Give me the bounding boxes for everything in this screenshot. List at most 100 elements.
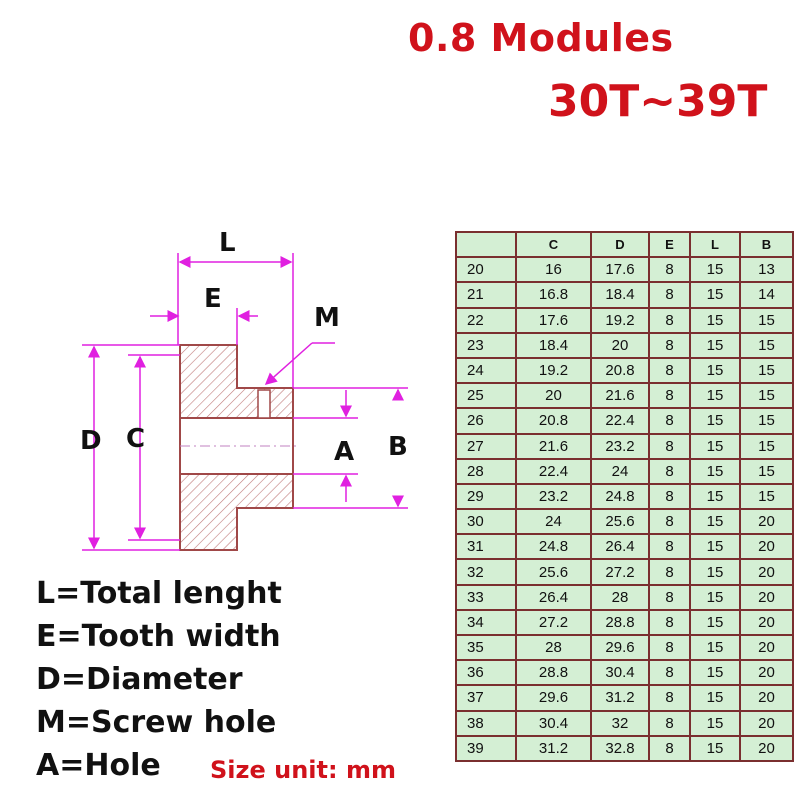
table-cell: 23 [455, 331, 517, 359]
table-cell: 15 [689, 281, 741, 309]
table-cell: 15 [689, 306, 741, 334]
table-cell: 29.6 [515, 684, 592, 712]
table-cell: 30.4 [590, 659, 650, 687]
table-cell: 8 [648, 684, 691, 712]
table-cell: 20 [739, 508, 794, 536]
table-cell: 8 [648, 281, 691, 309]
title-teeth-range: 30T~39T [548, 76, 768, 127]
table-cell: 31.2 [590, 684, 650, 712]
table-cell: 24 [515, 508, 592, 536]
table-cell: 21.6 [590, 382, 650, 410]
table-cell: 8 [648, 709, 691, 737]
table-cell: 15 [689, 432, 741, 460]
table-cell: 25 [455, 382, 517, 410]
table-cell: 24 [455, 356, 517, 385]
table-cell: 8 [648, 659, 691, 687]
table-cell: 26.4 [515, 583, 592, 611]
table-cell: 8 [648, 306, 691, 334]
table-cell: 31 [455, 533, 517, 561]
table-cell: 15 [689, 256, 741, 284]
table-cell: 25.6 [590, 508, 650, 536]
size-unit-note: Size unit: mm [210, 756, 396, 784]
title-modules: 0.8 Modules [408, 16, 674, 60]
label-A: A [334, 437, 354, 467]
table-cell: 19.2 [515, 356, 592, 385]
table-cell: 27.2 [590, 558, 650, 586]
table-cell: 13 [739, 256, 794, 284]
table-cell: 29.6 [590, 633, 650, 662]
table-cell: 15 [689, 457, 741, 485]
table-cell: 20 [739, 608, 794, 637]
table-cell: 15 [689, 382, 741, 410]
table-cell: 20 [455, 256, 517, 284]
label-E: E [204, 284, 222, 314]
header-C: C [515, 230, 592, 259]
table-cell: 21.6 [515, 432, 592, 460]
table-cell: 16.8 [515, 281, 592, 309]
table-cell: 18.4 [515, 331, 592, 359]
table-cell: 15 [739, 482, 794, 511]
table-cell: 30.4 [515, 709, 592, 737]
header-teeth [455, 230, 517, 259]
table-cell: 25.6 [515, 558, 592, 586]
table-cell: 15 [689, 684, 741, 712]
table-cell: 18.4 [590, 281, 650, 309]
table-cell: 20 [739, 583, 794, 611]
table-cell: 31.2 [515, 734, 592, 762]
table-cell: 28.8 [590, 608, 650, 637]
table-cell: 38 [455, 709, 517, 737]
table-cell: 20 [739, 709, 794, 737]
table-cell: 15 [739, 457, 794, 485]
table-cell: 21 [455, 281, 517, 309]
table-cell: 32 [590, 709, 650, 737]
table-cell: 8 [648, 382, 691, 410]
table-cell: 20 [590, 331, 650, 359]
table-cell: 15 [689, 407, 741, 435]
table-cell: 32 [455, 558, 517, 586]
table-cell: 8 [648, 734, 691, 762]
table-cell: 20.8 [590, 356, 650, 385]
table-cell: 15 [689, 356, 741, 385]
header-B: B [739, 230, 794, 259]
table-cell: 15 [689, 633, 741, 662]
table-cell: 20.8 [515, 407, 592, 435]
table-cell: 8 [648, 583, 691, 611]
table-cell: 15 [739, 306, 794, 334]
table-cell: 8 [648, 331, 691, 359]
table-cell: 8 [648, 608, 691, 637]
table-cell: 15 [689, 659, 741, 687]
table-cell: 22.4 [590, 407, 650, 435]
table-cell: 20 [739, 558, 794, 586]
table-cell: 8 [648, 508, 691, 536]
table-cell: 30 [455, 508, 517, 536]
table-cell: 22.4 [515, 457, 592, 485]
table-cell: 19.2 [590, 306, 650, 334]
table-cell: 33 [455, 583, 517, 611]
table-cell: 37 [455, 684, 517, 712]
table-cell: 14 [739, 281, 794, 309]
table-cell: 15 [739, 331, 794, 359]
table-cell: 20 [739, 533, 794, 561]
table-cell: 8 [648, 457, 691, 485]
table-cell: 26 [455, 407, 517, 435]
gear-cross-section [179, 344, 300, 551]
table-cell: 23.2 [590, 432, 650, 460]
header-E: E [648, 230, 691, 259]
label-M: M [314, 303, 340, 333]
table-cell: 15 [739, 407, 794, 435]
table-cell: 20 [739, 684, 794, 712]
